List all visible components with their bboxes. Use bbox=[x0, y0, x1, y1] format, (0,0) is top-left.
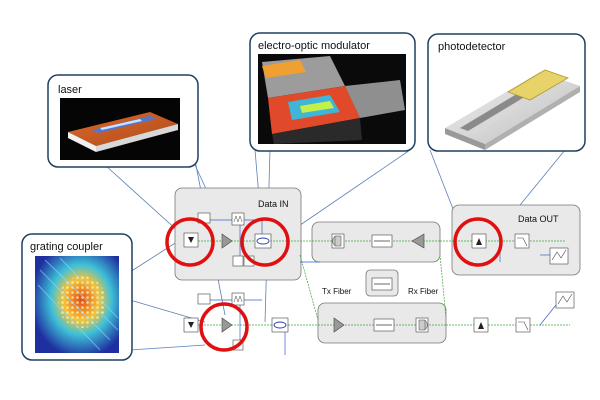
rx-amplifier-block bbox=[411, 233, 425, 249]
rx-fiber-label: Rx Fiber bbox=[408, 287, 439, 296]
highlight-laser bbox=[165, 217, 215, 267]
eye-diagram-block bbox=[549, 247, 569, 265]
components-bottom bbox=[183, 291, 575, 351]
tx-amplifier-block bbox=[333, 317, 345, 333]
filter-block bbox=[514, 233, 530, 249]
nrz-block bbox=[231, 212, 245, 226]
prbs-block-2 bbox=[197, 293, 211, 305]
nrz-block-2 bbox=[231, 292, 245, 306]
callout-modulator: electro-optic modulator bbox=[249, 32, 416, 152]
modulator-block bbox=[254, 233, 272, 249]
laser-chip bbox=[68, 112, 178, 146]
highlight-photodetector bbox=[453, 217, 503, 267]
dc-source-block bbox=[232, 255, 244, 267]
tx-fiber-label: Tx Fiber bbox=[322, 287, 352, 296]
eye-diagram-block-2 bbox=[555, 291, 575, 309]
callout-title: laser bbox=[58, 84, 82, 96]
highlight-modulator bbox=[240, 217, 290, 267]
group-data-out-label: Data OUT bbox=[518, 214, 559, 224]
group-data-in-label: Data IN bbox=[258, 199, 289, 209]
highlight-grating-coupler bbox=[199, 302, 249, 352]
leader-coupler-3 bbox=[129, 344, 206, 351]
callout-photodetector: photodetector bbox=[427, 33, 586, 152]
leader-coupler-1 bbox=[129, 239, 181, 273]
wires bbox=[192, 219, 570, 355]
callout-title: photodetector bbox=[438, 41, 506, 53]
callout-title: electro-optic modulator bbox=[258, 40, 370, 52]
amplifier-block-2 bbox=[221, 317, 233, 333]
leader-mod-2 bbox=[289, 149, 411, 233]
detector-pad bbox=[507, 69, 569, 101]
amplifier-block bbox=[221, 233, 233, 249]
callout-coupler: grating coupler bbox=[21, 233, 133, 361]
components-top bbox=[183, 212, 569, 291]
highlights bbox=[165, 217, 503, 352]
callout-title: grating coupler bbox=[30, 241, 103, 253]
filter-block-2 bbox=[515, 317, 531, 333]
modulator-block-2 bbox=[271, 317, 289, 333]
callout-laser: laser bbox=[47, 74, 199, 168]
